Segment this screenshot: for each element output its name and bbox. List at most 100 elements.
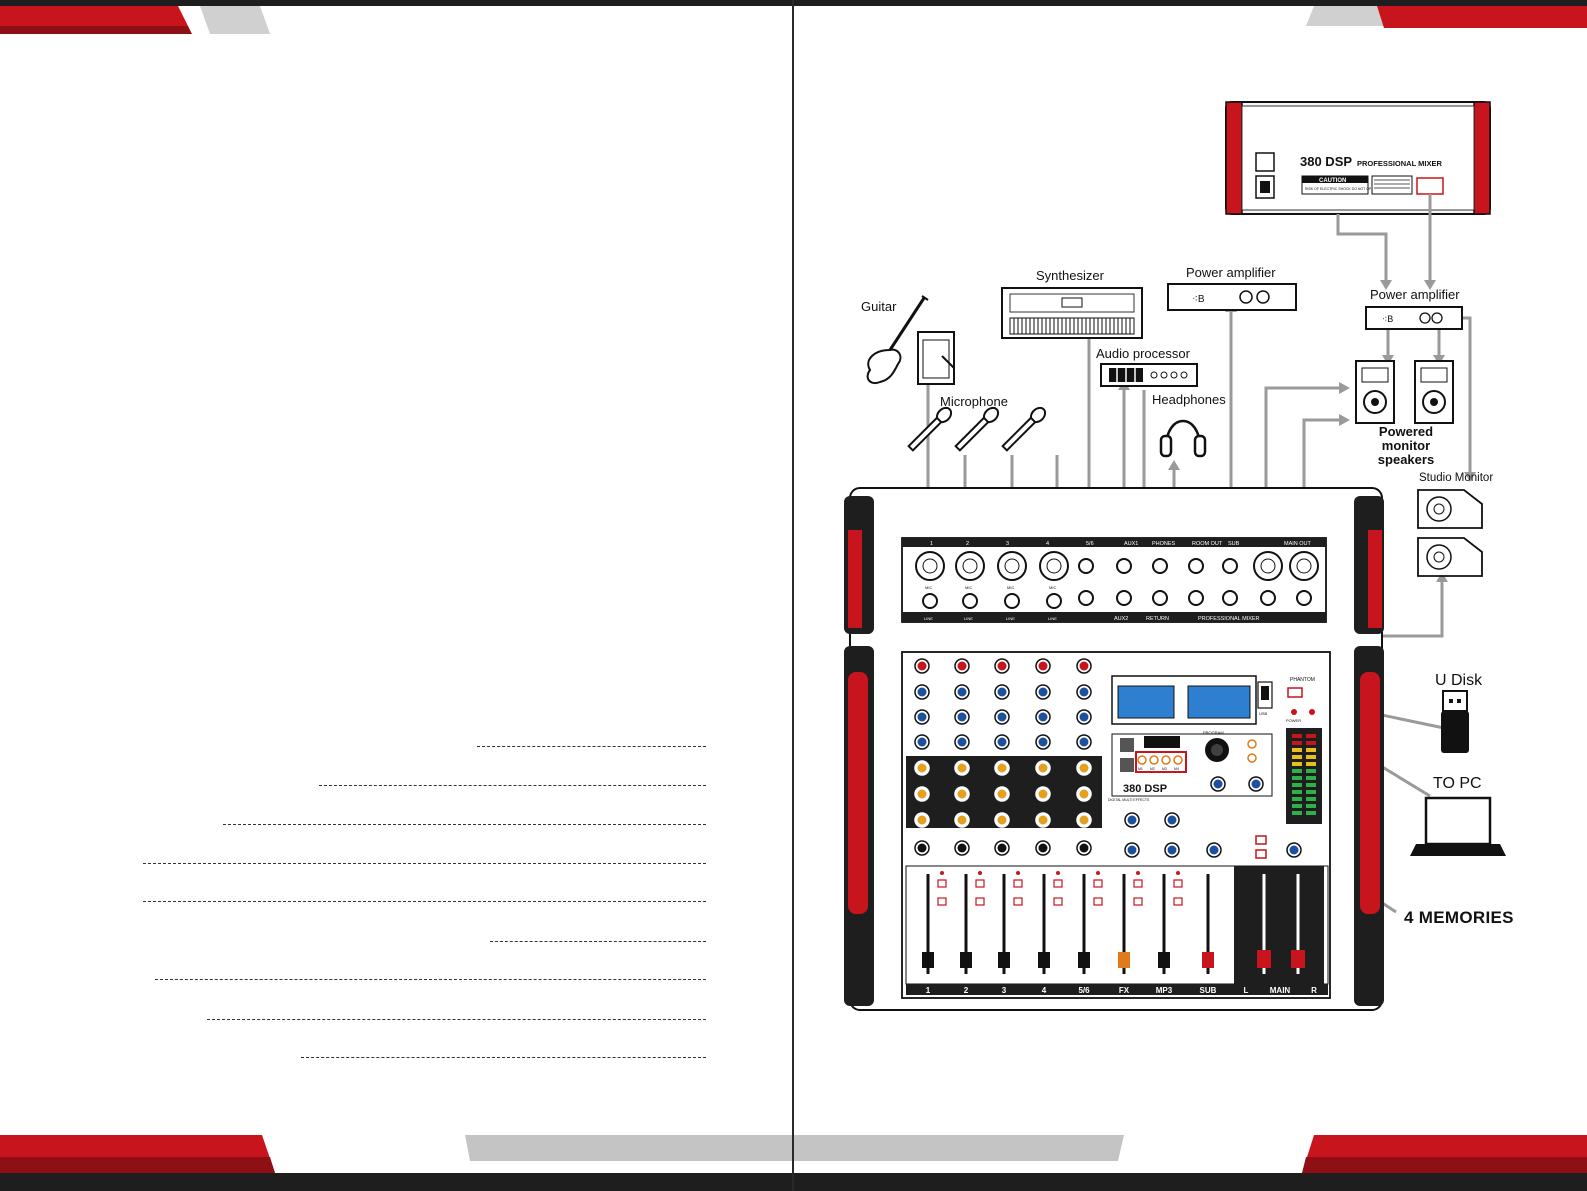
main-out-jack[interactable] xyxy=(1260,590,1276,606)
quarter-inch-jack[interactable] xyxy=(1078,558,1094,574)
right-bottom-band xyxy=(794,1133,1587,1191)
usb-label: USB xyxy=(1259,711,1268,716)
main-label: R xyxy=(1311,986,1317,995)
fader-cap[interactable] xyxy=(1158,952,1170,968)
mute-button[interactable] xyxy=(1013,879,1023,888)
xlr-jack-3[interactable] xyxy=(997,551,1027,581)
pfl-button[interactable] xyxy=(1053,897,1063,906)
line-jack-1[interactable] xyxy=(922,593,938,609)
quarter-inch-jack[interactable] xyxy=(1116,558,1132,574)
mute-button[interactable] xyxy=(975,879,985,888)
fader-track xyxy=(1206,874,1210,974)
fader-track xyxy=(1002,874,1006,974)
quarter-inch-jack[interactable] xyxy=(1188,590,1204,606)
knob-grid xyxy=(914,658,1092,856)
memories-label: 4 MEMORIES xyxy=(1404,908,1514,927)
channel-label: SUB xyxy=(1200,986,1217,995)
power-amplifier-2-icon: ⁖B xyxy=(1365,306,1463,330)
pfl-button[interactable] xyxy=(975,897,985,906)
dotted-line-3 xyxy=(223,824,706,825)
guitar-label: Guitar xyxy=(861,299,897,314)
pfl-button[interactable] xyxy=(1093,897,1103,906)
power-amplifier-2-label: Power amplifier xyxy=(1370,287,1460,302)
rear-caution-sub: RISK OF ELECTRIC SHOCK DO NOT OPEN xyxy=(1305,187,1377,191)
left-top-band xyxy=(0,0,793,34)
channel-label: 1 xyxy=(926,986,931,995)
dotted-line-2 xyxy=(319,785,706,786)
page-spine xyxy=(792,0,794,1191)
line-jack-4[interactable] xyxy=(1046,593,1062,609)
pfl-button[interactable] xyxy=(1133,897,1143,906)
studio-monitor-icon xyxy=(1417,489,1483,577)
powered-monitor-label: Powered monitor speakers xyxy=(1377,424,1435,467)
memory-label: M1 xyxy=(1138,767,1143,771)
mute-button[interactable] xyxy=(1133,879,1143,888)
fader-cap[interactable] xyxy=(1038,952,1050,968)
fader-track xyxy=(1082,874,1086,974)
u-disk-icon xyxy=(1441,690,1469,753)
main-out-xlr[interactable] xyxy=(1253,551,1283,581)
channel-label: 3 xyxy=(1002,986,1007,995)
fader-cap[interactable] xyxy=(1202,952,1214,968)
microphone-label: Microphone xyxy=(940,394,1008,409)
xlr-jack-2[interactable] xyxy=(955,551,985,581)
channel-label: 4 xyxy=(1042,986,1047,995)
left-page xyxy=(0,0,793,1191)
mute-button[interactable] xyxy=(937,879,947,888)
mute-button[interactable] xyxy=(1173,879,1183,888)
memory-button-3[interactable] xyxy=(1161,755,1171,765)
xlr-jack-4[interactable] xyxy=(1039,551,1069,581)
right-page: 380 DSP PROFESSIONAL MIXER CAUTION RISK … xyxy=(794,0,1587,1191)
fader-track xyxy=(1162,874,1166,974)
left-bottom-band xyxy=(0,1133,793,1191)
line-jack-3[interactable] xyxy=(1004,593,1020,609)
quarter-inch-jack[interactable] xyxy=(1078,590,1094,606)
quarter-inch-jack[interactable] xyxy=(1188,558,1204,574)
main-out-jack[interactable] xyxy=(1296,590,1312,606)
to-pc-label: TO PC xyxy=(1433,775,1482,792)
line-jack-2[interactable] xyxy=(962,593,978,609)
dotted-line-7 xyxy=(155,979,706,980)
dotted-line-9 xyxy=(301,1057,706,1058)
quarter-inch-jack[interactable] xyxy=(1222,590,1238,606)
fader-cap[interactable] xyxy=(1078,952,1090,968)
fader-cap[interactable] xyxy=(998,952,1010,968)
quarter-inch-jack[interactable] xyxy=(1116,590,1132,606)
quarter-inch-jack[interactable] xyxy=(1152,590,1168,606)
power-amplifier-1-icon: ⁖B xyxy=(1167,283,1297,311)
main-fader-track xyxy=(1296,874,1300,974)
main-fader-cap[interactable] xyxy=(1291,950,1305,968)
memory-label: M2 xyxy=(1150,767,1155,771)
mute-button[interactable] xyxy=(1053,879,1063,888)
memory-button-4[interactable] xyxy=(1173,755,1183,765)
headphones-label: Headphones xyxy=(1152,392,1226,407)
fader-track xyxy=(926,874,930,974)
pfl-button[interactable] xyxy=(1013,897,1023,906)
jack-label: 1 xyxy=(930,541,933,547)
laptop-icon xyxy=(1410,796,1506,856)
memory-button-2[interactable] xyxy=(1149,755,1159,765)
fader-cap[interactable] xyxy=(1118,952,1130,968)
fader-cap[interactable] xyxy=(960,952,972,968)
quarter-inch-jack[interactable] xyxy=(1222,558,1238,574)
xlr-jack-1[interactable] xyxy=(915,551,945,581)
pfl-button[interactable] xyxy=(1173,897,1183,906)
main-fader-cap[interactable] xyxy=(1257,950,1271,968)
main-fader-track xyxy=(1262,874,1266,974)
rear-subtitle: PROFESSIONAL MIXER xyxy=(1357,159,1442,168)
fader-cap[interactable] xyxy=(922,952,934,968)
memory-button-1[interactable] xyxy=(1137,755,1147,765)
audio-processor-icon xyxy=(1100,363,1198,387)
mute-button[interactable] xyxy=(1093,879,1103,888)
pfl-button[interactable] xyxy=(937,897,947,906)
rear-model: 380 DSP xyxy=(1300,154,1352,169)
main-out-xlr[interactable] xyxy=(1289,551,1319,581)
synthesizer-label: Synthesizer xyxy=(1036,268,1104,283)
jack-panel-label: PROFESSIONAL MIXER xyxy=(1198,616,1260,622)
memory-highlight xyxy=(1135,751,1187,773)
jack-panel-label: AUX2 xyxy=(1114,616,1128,622)
quarter-inch-jack[interactable] xyxy=(1152,558,1168,574)
main-label: L xyxy=(1244,986,1249,995)
